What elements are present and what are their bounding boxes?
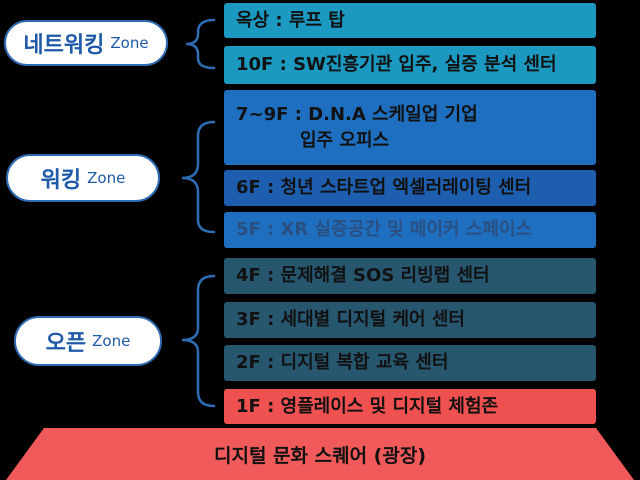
floor-label-line2: 입주 오피스 [300,129,390,151]
zone-suffix: Zone [87,169,126,187]
zone-name: 네트워킹 [23,33,105,58]
floor-label: 4F : 문제해결 SOS 리빙랩 센터 [236,265,490,286]
floor-4f: 4F : 문제해결 SOS 리빙랩 센터 [224,258,596,294]
floor-label: 옥상 : 루프 탑 [236,9,345,31]
working-zone-pill: 워킹 Zone [6,154,160,202]
zone-suffix: Zone [110,34,149,52]
zone-name: 워킹 [40,168,82,193]
floor-label: 10F : SW진흥기관 입주, 실증 분석 센터 [236,54,557,75]
plaza-base: 디지털 문화 스퀘어 (광장) [0,428,640,480]
networking-zone-bracket [185,18,216,70]
floor-label: 7~9F : D.N.A 스케일업 기업 [236,103,478,125]
floor-10f: 10F : SW진흥기관 입주, 실증 분석 센터 [224,46,596,84]
floor-label: 1F : 영플레이스 및 디지털 체험존 [236,395,499,417]
plaza-shape [6,428,634,480]
zone-name: 오픈 [45,331,87,356]
floor-label: 5F : XR 실증공간 및 메이커 스페이스 [236,219,533,240]
zone-suffix: Zone [92,332,131,350]
floor-label: 3F : 세대별 디지털 케어 센터 [236,309,465,330]
networking-zone-pill: 네트워킹 Zone [4,20,168,66]
floor-2f: 2F : 디지털 복합 교육 센터 [224,345,596,381]
floor-label: 2F : 디지털 복합 교육 센터 [236,352,449,373]
floor-3f: 3F : 세대별 디지털 케어 센터 [224,302,596,338]
plaza-trapezoid [6,428,634,480]
open-zone-bracket [181,274,216,408]
floor-7-9f: 7~9F : D.N.A 스케일업 기업 입주 오피스 [224,90,596,165]
floor-5f: 5F : XR 실증공간 및 메이커 스페이스 [224,212,596,248]
floor-1f: 1F : 영플레이스 및 디지털 체험존 [224,389,596,424]
open-zone-pill: 오픈 Zone [14,316,162,366]
floor-label: 6F : 청년 스타트업 엑셀러레이팅 센터 [236,177,532,198]
plaza-label: 디지털 문화 스퀘어 (광장) [213,444,426,467]
floor-6f: 6F : 청년 스타트업 엑셀러레이팅 센터 [224,170,596,206]
working-zone-bracket [181,120,216,234]
floor-rooftop: 옥상 : 루프 탑 [224,3,596,38]
